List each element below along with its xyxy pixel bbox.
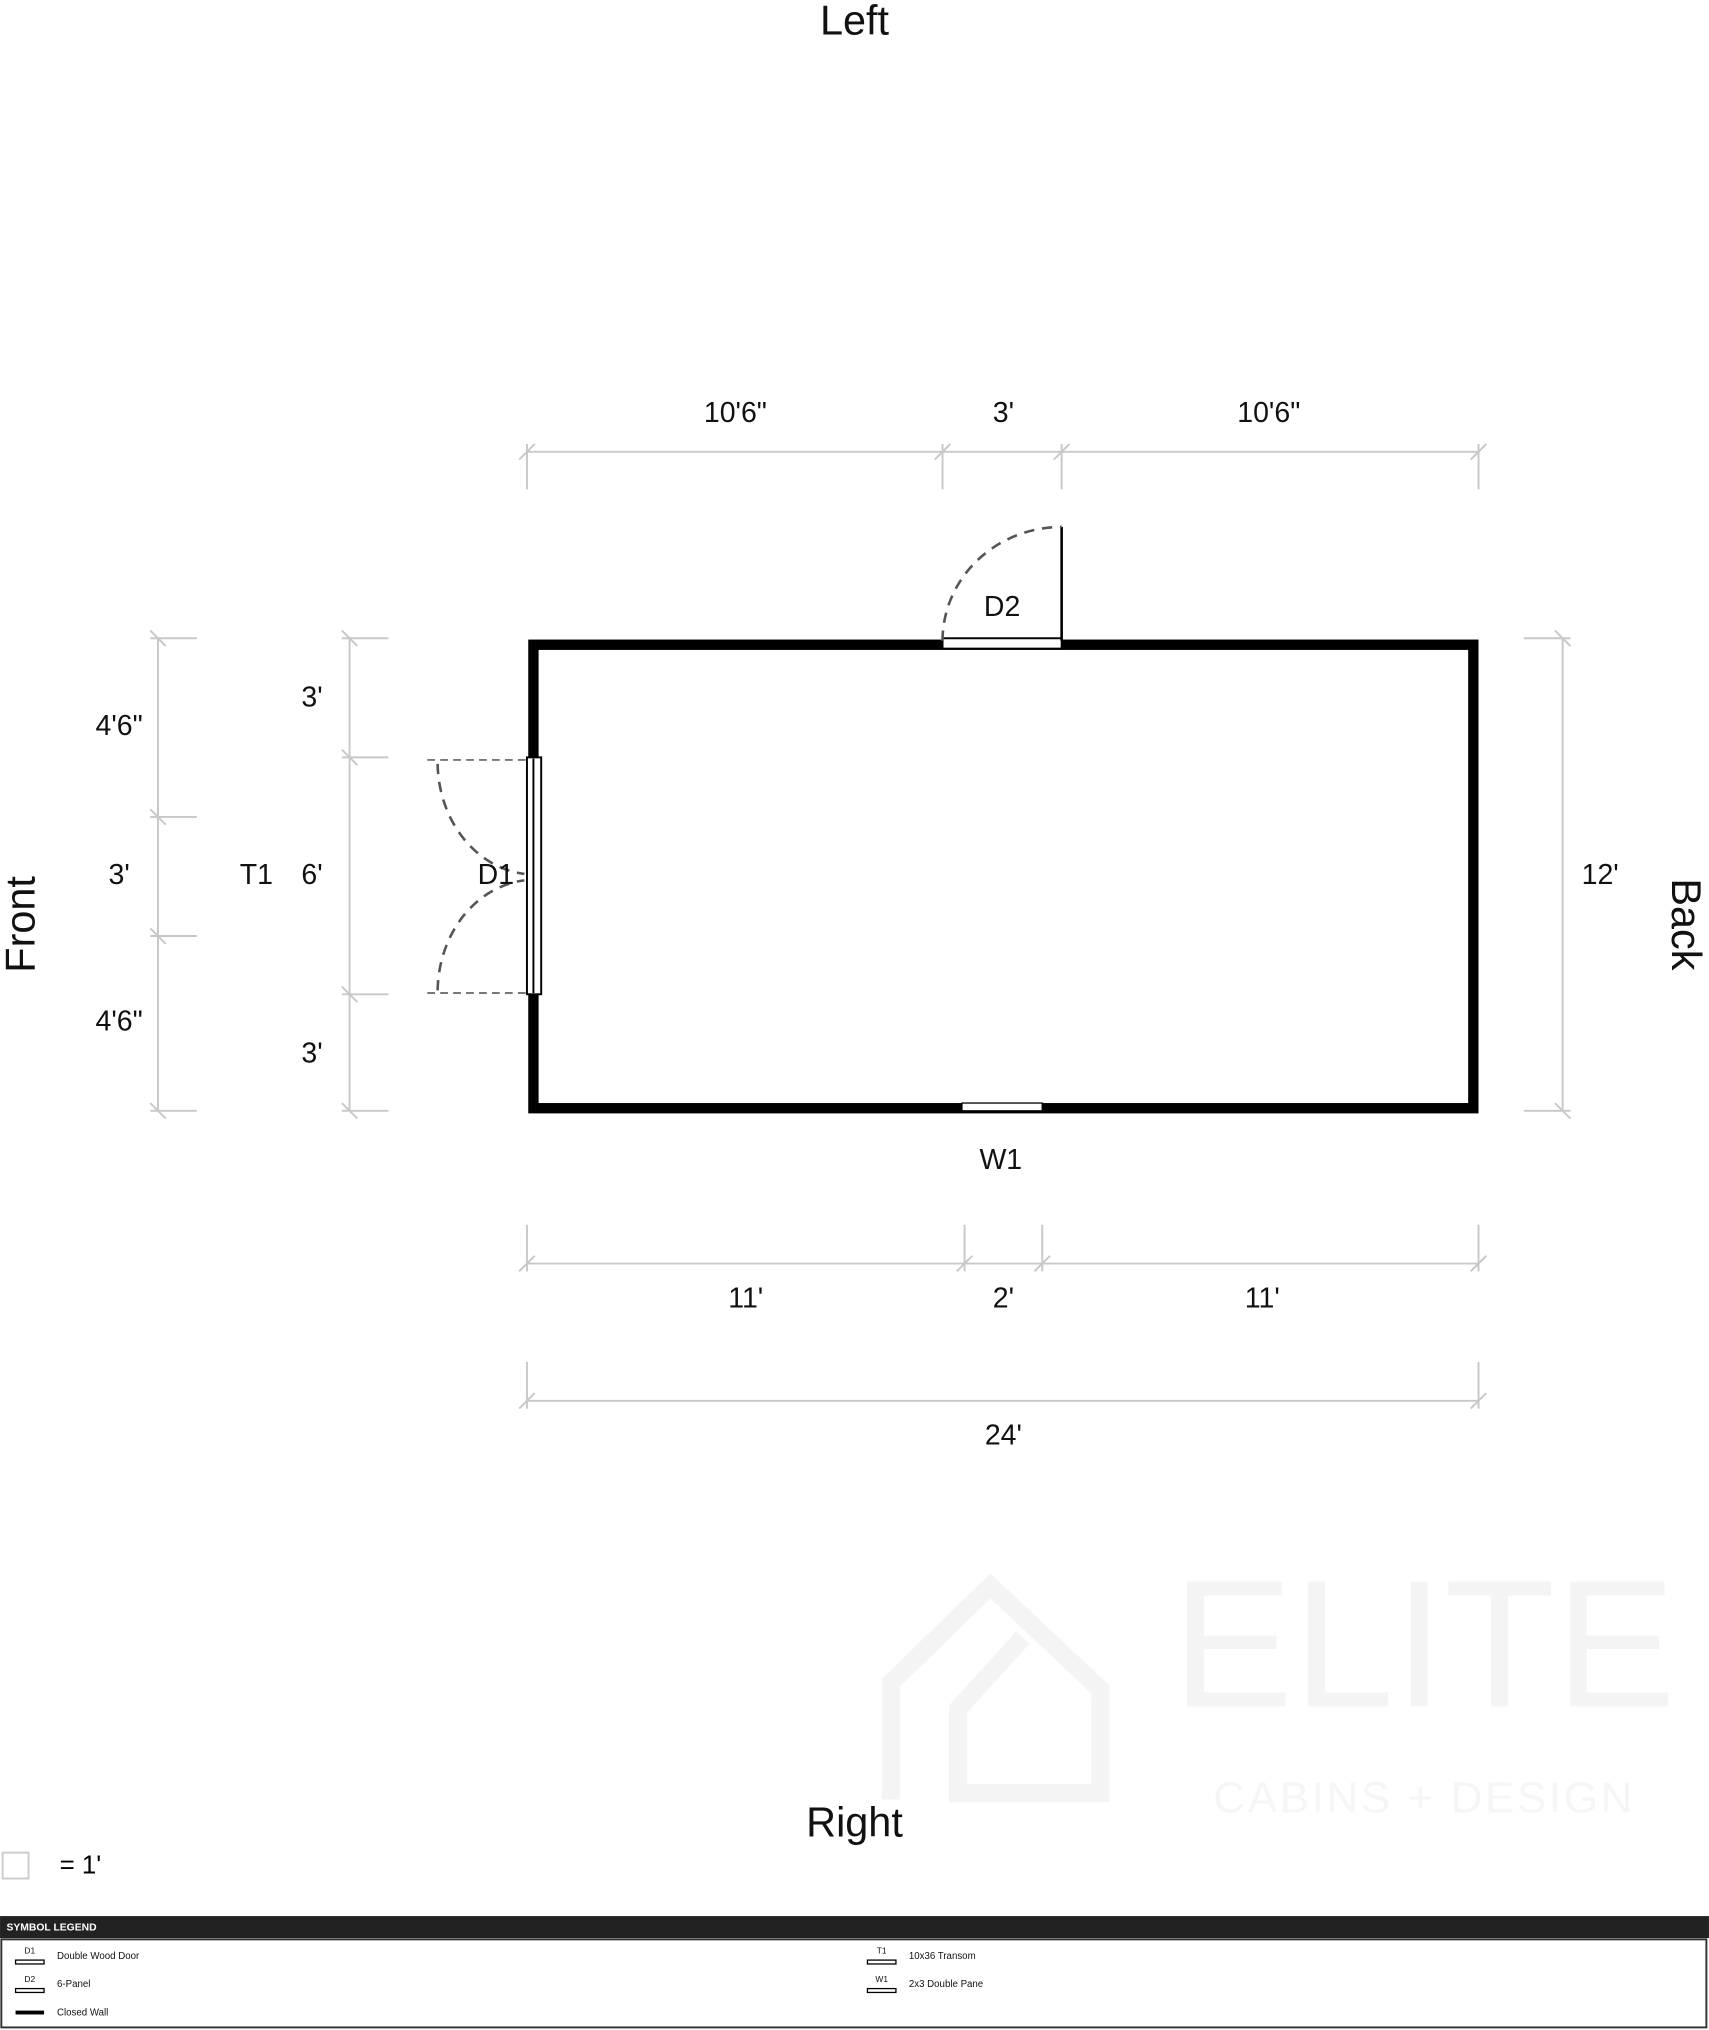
- side-label-right: Right: [806, 1799, 903, 1845]
- legend-label-closed-wall: Closed Wall: [57, 2008, 108, 2019]
- bottom-dimension-line: [518, 1224, 1487, 1410]
- dim-left-inner-1: 3': [301, 682, 322, 714]
- legend-label-d1: Double Wood Door: [57, 1951, 140, 1962]
- door-symbol-icon: [14, 1987, 45, 1994]
- transom-label-t1: T1: [240, 859, 273, 891]
- side-label-front: Front: [0, 876, 43, 973]
- legend-code-t1: T1: [877, 1946, 887, 1956]
- dim-top-1: 10'6": [704, 397, 767, 429]
- symbol-legend: SYMBOL LEGEND D1 Double Wood Door D2 6-P…: [0, 1916, 1709, 2029]
- window-symbol-icon: [866, 1987, 897, 1994]
- closed-wall: [528, 639, 1479, 1114]
- scale-label: = 1': [60, 1852, 102, 1880]
- dim-bottom-3: 11': [1245, 1282, 1280, 1314]
- door-d1[interactable]: [427, 756, 543, 996]
- watermark-tagline: CABINS + DESIGN: [1213, 1774, 1635, 1823]
- side-label-left: Left: [820, 0, 890, 43]
- dim-back-width: 12': [1582, 859, 1619, 891]
- side-label-back: Back: [1663, 878, 1709, 970]
- dim-left-inner-2: 6': [301, 859, 322, 891]
- legend-label-t1: 10x36 Transom: [909, 1951, 976, 1962]
- watermark-brand: ELITE: [1172, 1543, 1676, 1745]
- dim-total-length: 24': [985, 1420, 1022, 1452]
- dim-left-outer-1: 4'6": [96, 710, 143, 742]
- legend-label-d2: 6-Panel: [57, 1979, 90, 1990]
- dim-top-2: 3': [993, 397, 1014, 429]
- legend-code-w1: W1: [875, 1974, 888, 1984]
- dim-left-outer-3: 4'6": [96, 1005, 143, 1037]
- dim-bottom-2: 2': [993, 1282, 1014, 1314]
- left-dimension-lines: [149, 629, 1572, 1120]
- legend-code-d1: D1: [24, 1946, 35, 1956]
- wall-symbol-icon: [15, 2010, 45, 2015]
- legend-code-d2: D2: [24, 1974, 35, 1984]
- door-d2[interactable]: [941, 525, 1063, 650]
- house-logo-icon: [881, 1573, 1110, 1803]
- elite-watermark-logo: [881, 1573, 1110, 1803]
- transom-symbol-icon: [866, 1959, 897, 1965]
- dim-bottom-1: 11': [728, 1282, 763, 1314]
- dim-left-outer-2: 3': [109, 859, 130, 891]
- legend-label-w1: 2x3 Double Pane: [909, 1979, 983, 1990]
- top-dimension-line: [518, 443, 1487, 490]
- dim-left-inner-3: 3': [301, 1038, 322, 1070]
- scale-square-icon: [1, 1851, 30, 1880]
- legend-title: SYMBOL LEGEND: [7, 1922, 98, 1933]
- window-w1[interactable]: [961, 1102, 1043, 1112]
- door-symbol-icon: [14, 1959, 45, 1965]
- window-label-w1: W1: [979, 1144, 1022, 1176]
- door-label-d2: D2: [984, 591, 1020, 623]
- dim-top-3: 10'6": [1237, 397, 1300, 429]
- door-label-d1: D1: [478, 859, 514, 891]
